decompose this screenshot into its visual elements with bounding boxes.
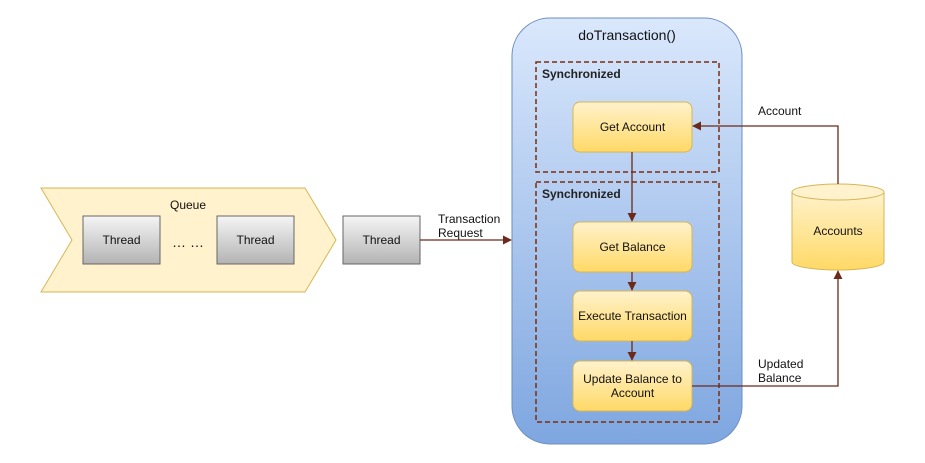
queue-shape <box>40 187 337 293</box>
get-balance-label: Get Balance <box>599 240 666 254</box>
queue-thread-left-label: Thread <box>102 233 141 247</box>
execute-transaction-label: Execute Transaction <box>578 309 687 323</box>
queue-ellipsis: … … <box>172 234 204 250</box>
accounts-label: Accounts <box>813 224 863 238</box>
do-transaction-title: doTransaction() <box>578 27 676 43</box>
transaction-request-line2: Request <box>438 226 483 240</box>
updated-balance-line2: Balance <box>758 371 802 385</box>
synchronized-block-2 <box>535 181 720 423</box>
queue-label: Queue <box>169 198 207 212</box>
update-balance-label-line1: Update Balance to <box>583 372 682 386</box>
arrow-account-to-get-account <box>692 121 839 184</box>
arrow-updated-balance-to-accounts <box>692 270 843 387</box>
synchronized-label-1: Synchronized <box>542 67 621 81</box>
queue-thread-right <box>216 215 295 265</box>
updated-balance-line1: Updated <box>758 357 804 371</box>
update-balance-label: Update Balance to Account <box>573 361 692 411</box>
updated-balance-label: Updated Balance <box>758 357 803 385</box>
synchronized-block-1 <box>535 61 720 173</box>
transaction-request-line1: Transaction <box>438 212 501 226</box>
get-account-label: Get Account <box>599 120 666 134</box>
queue-thread-right-label: Thread <box>236 233 275 247</box>
account-edge-label: Account <box>758 104 802 118</box>
synchronized-label-2: Synchronized <box>542 187 621 201</box>
incoming-thread <box>342 215 421 265</box>
queue-thread-left <box>82 215 161 265</box>
incoming-thread-label: Thread <box>362 233 401 247</box>
transaction-request-label: Transaction Request <box>438 212 500 240</box>
update-balance-label-line2: Account <box>610 386 655 400</box>
accounts-datastore <box>791 183 885 271</box>
